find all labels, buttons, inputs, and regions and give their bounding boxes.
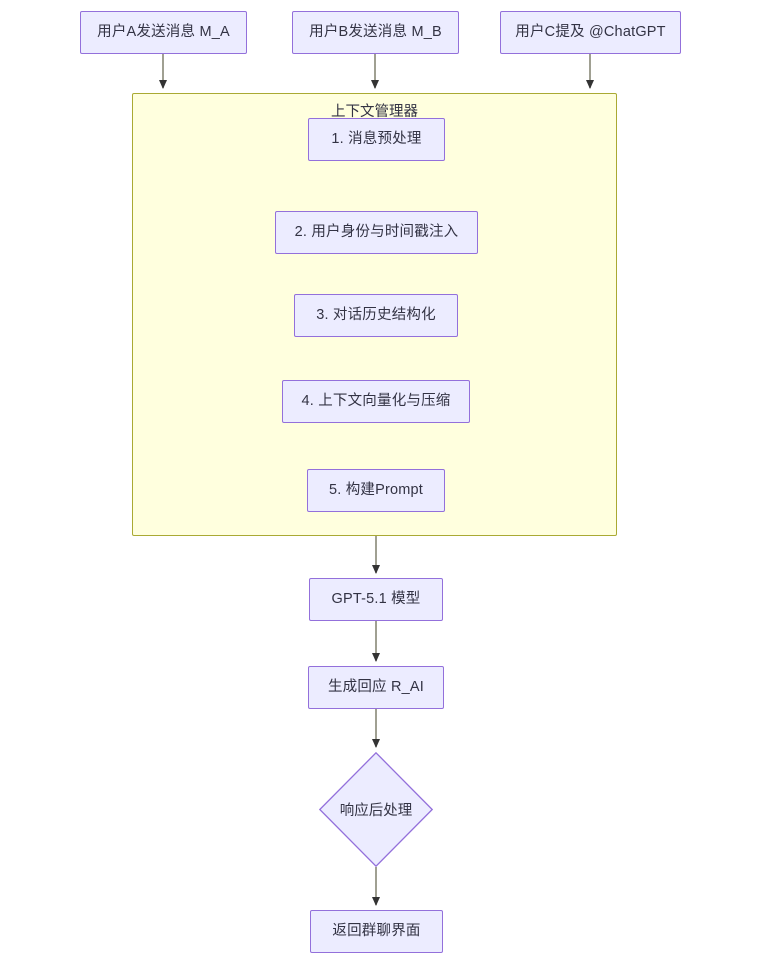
node-label: 4. 上下文向量化与压缩 xyxy=(301,392,451,409)
node-label: 用户B发送消息 M_B xyxy=(309,23,442,40)
node-step-1-preprocess[interactable]: 1. 消息预处理 xyxy=(308,118,445,161)
cluster-title: 上下文管理器 xyxy=(331,104,418,120)
node-label: 响应后处理 xyxy=(339,803,413,819)
node-generate-response[interactable]: 生成回应 R_AI xyxy=(308,666,444,709)
node-label: 用户A发送消息 M_A xyxy=(97,23,230,40)
node-label: GPT-5.1 模型 xyxy=(331,590,421,607)
node-gpt-model[interactable]: GPT-5.1 模型 xyxy=(309,578,443,621)
node-user-b-message[interactable]: 用户B发送消息 M_B xyxy=(292,11,459,54)
node-user-a-message[interactable]: 用户A发送消息 M_A xyxy=(80,11,247,54)
node-step-2-identity-timestamp[interactable]: 2. 用户身份与时间戳注入 xyxy=(275,211,478,254)
node-post-processing-decision[interactable]: 响应后处理 xyxy=(319,752,433,867)
node-label: 返回群聊界面 xyxy=(332,922,421,939)
node-label: 生成回应 R_AI xyxy=(327,678,425,695)
node-step-3-history-structuring[interactable]: 3. 对话历史结构化 xyxy=(294,294,458,337)
node-label: 5. 构建Prompt xyxy=(328,481,424,498)
diamond-shape xyxy=(319,752,433,867)
node-label: 2. 用户身份与时间戳注入 xyxy=(294,223,459,240)
node-step-5-build-prompt[interactable]: 5. 构建Prompt xyxy=(307,469,445,512)
node-label: 1. 消息预处理 xyxy=(331,130,422,147)
node-label: 用户C提及 @ChatGPT xyxy=(515,23,666,40)
node-user-c-mention[interactable]: 用户C提及 @ChatGPT xyxy=(500,11,681,54)
node-step-4-vectorize-compress[interactable]: 4. 上下文向量化与压缩 xyxy=(282,380,470,423)
node-return-to-group-chat[interactable]: 返回群聊界面 xyxy=(310,910,443,953)
node-label: 3. 对话历史结构化 xyxy=(316,306,436,323)
